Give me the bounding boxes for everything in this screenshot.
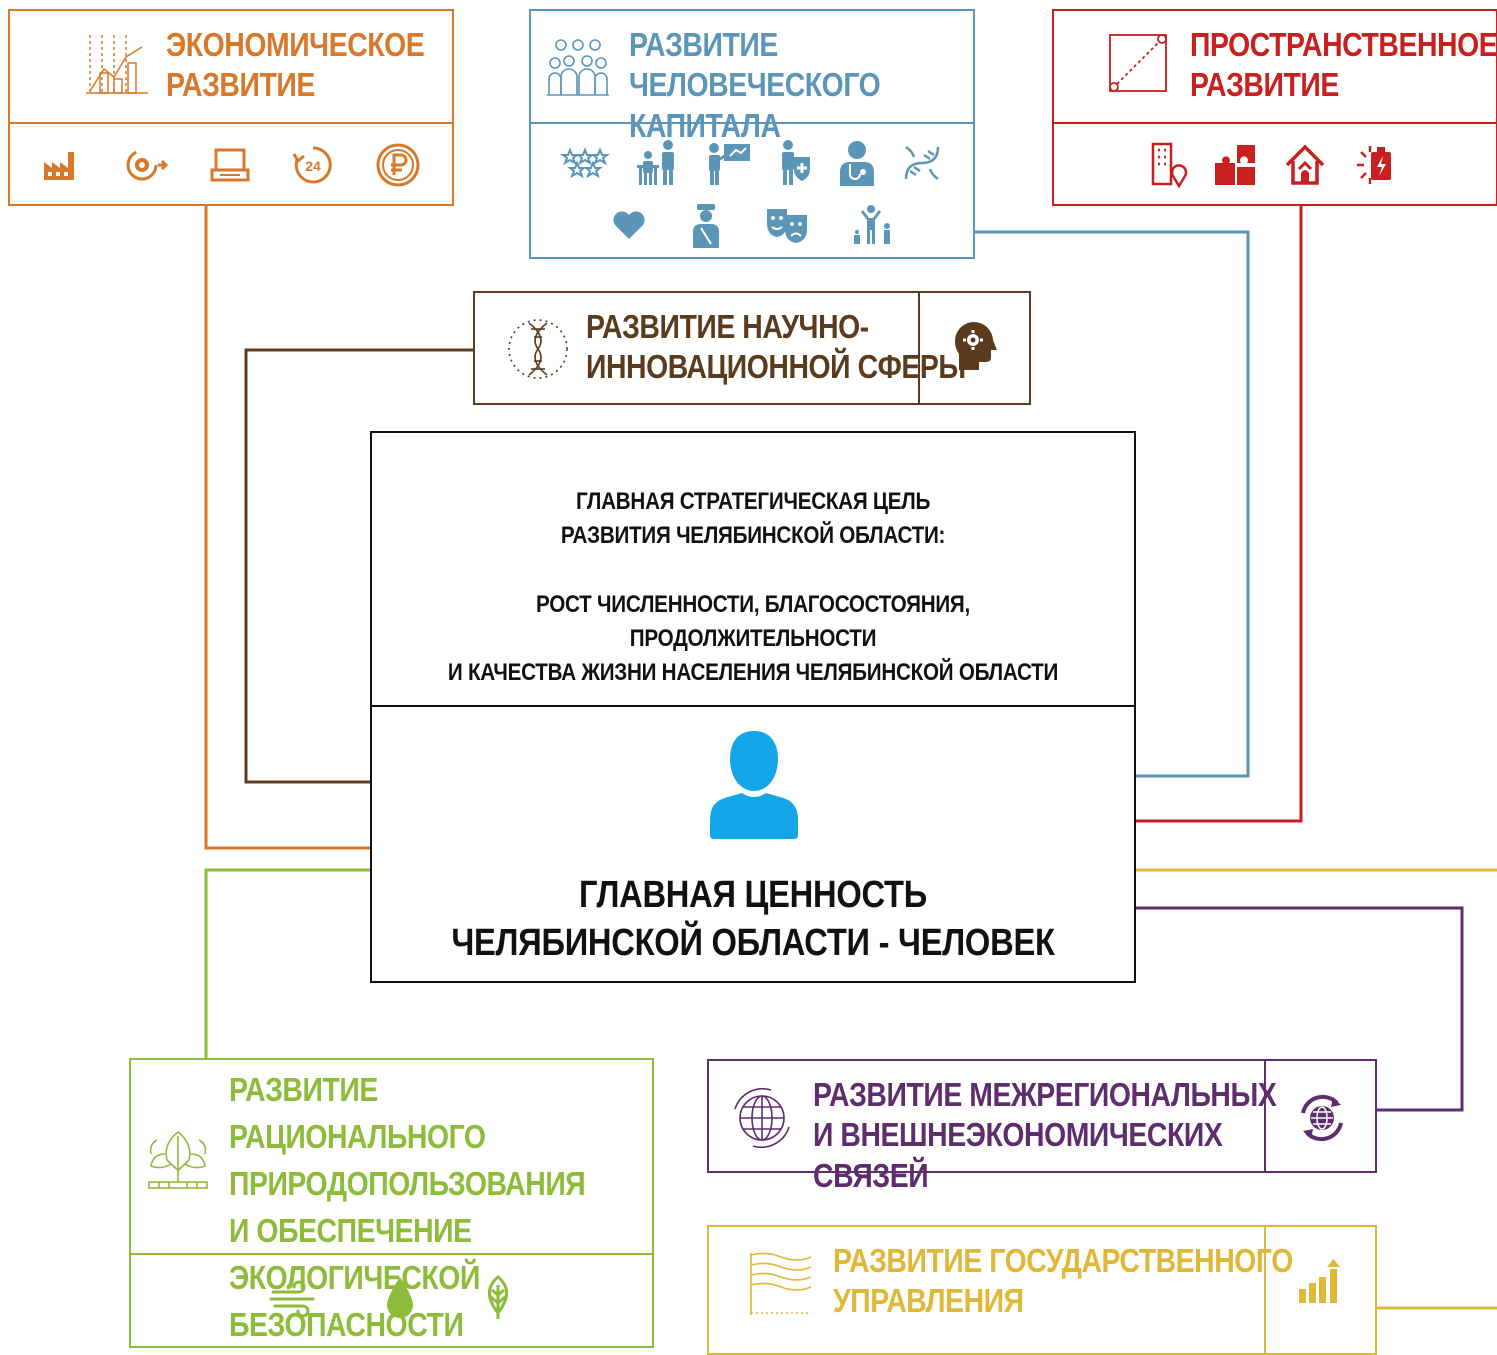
leaf-icon: [481, 1275, 515, 1321]
human-capital-block: Развитие человеческогокапитала: [529, 9, 975, 259]
police-icon: [691, 202, 721, 248]
factory-icon: [42, 148, 82, 182]
plant-sprout-icon: [145, 1126, 211, 1192]
clock-24-icon: 24: [292, 144, 334, 186]
teacher-icon: [706, 140, 752, 186]
government-title: Развитие государственногоуправления: [833, 1242, 1293, 1320]
human-capital-title: Развитие человеческогокапитала: [629, 26, 881, 144]
globe-cycle-icon: [1297, 1093, 1347, 1143]
doctor-icon: [838, 140, 876, 186]
human-icons-row1: [531, 135, 973, 191]
main-goal-block: Главная стратегическая цельразвития Челя…: [370, 431, 1136, 983]
nature-connector: [204, 868, 372, 1060]
economic-title: Экономическоеразвитие: [166, 26, 425, 104]
human-connector: [975, 230, 1250, 778]
economic-icons: 24: [10, 137, 452, 193]
interregional-block: Развитие межрегиональныхи внешнеэкономич…: [707, 1059, 1377, 1194]
spatial-icons: [1054, 137, 1496, 193]
growth-bars-icon: [1297, 1257, 1345, 1305]
interregional-connector: [1134, 906, 1464, 1112]
economic-block: Экономическоеразвитие 24: [8, 9, 454, 206]
water-drop-icon: [383, 1275, 417, 1321]
sport-people-icon: [853, 204, 893, 246]
spatial-diagonal-icon: [1106, 31, 1170, 95]
dna-circle-icon: [505, 317, 571, 381]
spatial-block: Пространственноеразвитие: [1052, 9, 1497, 206]
person-icon: [708, 727, 800, 839]
svg-text:24: 24: [305, 158, 321, 174]
government-block: Развитие государственногоуправления: [707, 1225, 1377, 1355]
strategic-goal-heading: Главная стратегическая цельразвития Челя…: [560, 488, 946, 549]
main-value-text: Главная ценностьЧелябинской области - че…: [451, 874, 1055, 964]
people-group-icon: [547, 37, 609, 97]
energy-icon: [1353, 142, 1399, 188]
human-icons-row2: [531, 197, 973, 253]
wind-icon: [269, 1280, 319, 1318]
head-gear-icon: [953, 321, 997, 372]
science-connector: [244, 348, 474, 784]
heart-icon: [611, 209, 647, 241]
puzzle-icon: [1213, 143, 1257, 187]
growth-chart-icon: [86, 33, 148, 95]
interregional-title: Развитие межрегиональныхи внешнеэкономич…: [813, 1076, 1277, 1194]
gear-arrow-icon: [124, 147, 169, 183]
nature-icons: [131, 1268, 652, 1328]
spatial-title: Пространственноеразвитие: [1190, 26, 1497, 104]
health-person-icon: [778, 139, 812, 187]
house-icon: [1283, 143, 1327, 187]
theater-masks-icon: [765, 205, 809, 245]
laptop-icon: [210, 147, 250, 183]
globe-icon: [729, 1085, 795, 1151]
flag-icon: [749, 1251, 815, 1317]
nature-block: Развитие рациональногоприродопользования…: [129, 1058, 654, 1348]
spatial-connector: [1134, 205, 1303, 823]
family-icon: [634, 139, 680, 187]
science-title: Развитие научно-инновационной сферы: [586, 308, 966, 386]
science-block: Развитие научно-инновационной сферы: [473, 291, 1031, 405]
dna-icon: [902, 143, 942, 183]
stars-icon: [560, 147, 610, 179]
economic-connector: [204, 205, 372, 850]
strategic-goal-text: Рост численности, благосостояния, продол…: [447, 591, 1059, 686]
building-location-icon: [1151, 142, 1188, 189]
ruble-coin-icon: [376, 143, 420, 187]
